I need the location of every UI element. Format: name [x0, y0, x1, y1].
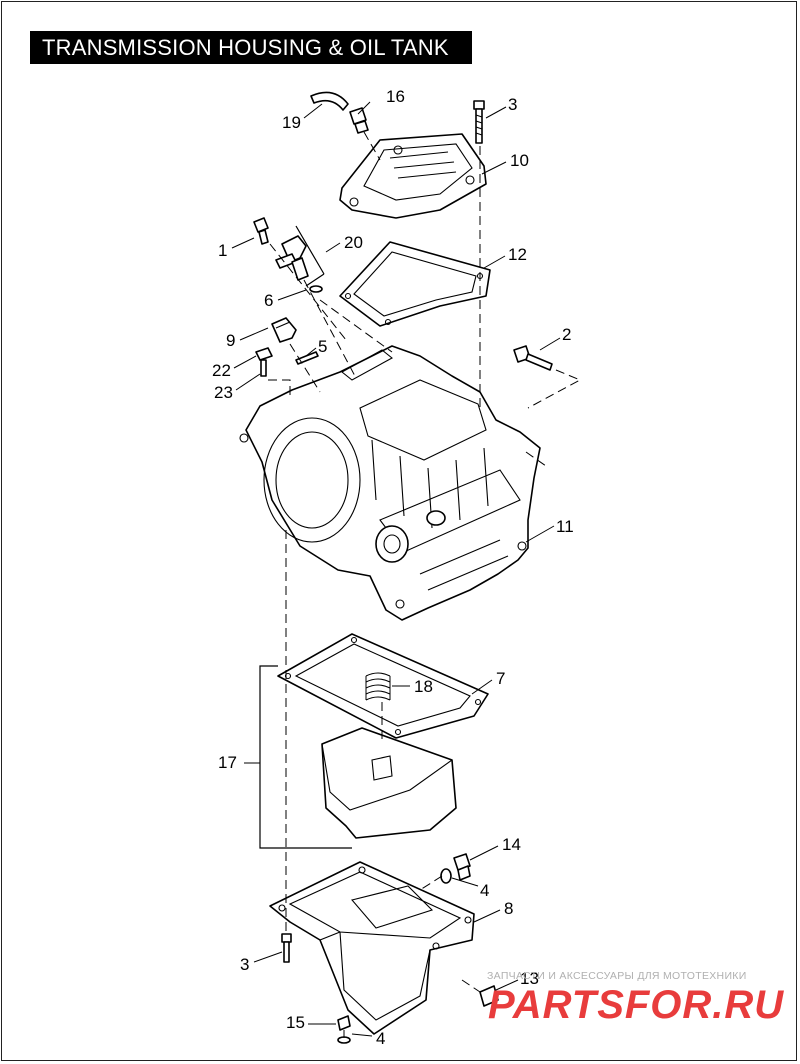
- callout-8: 8: [504, 899, 513, 918]
- drain-plug-upper: [453, 853, 471, 881]
- callout-9: 9: [226, 331, 235, 350]
- callout-3-top: 3: [508, 95, 517, 114]
- top-cover: [339, 133, 487, 219]
- callout-3-lower: 3: [240, 955, 249, 974]
- valve-spring: [365, 672, 391, 701]
- callout-16: 16: [386, 87, 405, 106]
- callout-5: 5: [318, 337, 327, 356]
- watermark-tagline: ЗАПЧАСТИ И АКСЕССУАРЫ ДЛЯ МОТОТЕХНИКИ: [487, 970, 747, 982]
- neutral-switch: [271, 317, 297, 343]
- callout-12: 12: [508, 245, 527, 264]
- stud-bolt: [255, 347, 273, 377]
- leader-lines: [231, 101, 561, 1037]
- drain-o-ring-upper: [440, 868, 452, 884]
- callout-4-upper: 4: [480, 881, 489, 900]
- callout-labels: 19 16 3 10 1 20 12 6 9 5 2 22 23 11 7 18…: [212, 87, 574, 1048]
- top-cover-gasket: [339, 241, 491, 327]
- oil-baffle: [321, 727, 457, 839]
- callout-20: 20: [344, 233, 363, 252]
- page-title: TRANSMISSION HOUSING & OIL TANK: [30, 31, 472, 64]
- transmission-housing: [239, 345, 541, 621]
- vent-hose: [310, 91, 349, 111]
- callout-4-lower: 4: [376, 1029, 385, 1048]
- dowel-pin: [295, 351, 319, 365]
- vent-fitting: [349, 107, 369, 134]
- drain-plug-lower: [479, 985, 499, 1007]
- callout-19: 19: [282, 113, 301, 132]
- callout-15: 15: [286, 1013, 305, 1032]
- top-cover-bolt: [473, 100, 485, 144]
- callout-23: 23: [214, 383, 233, 402]
- oil-pan-plug: [337, 1015, 351, 1031]
- speed-sensor: [275, 235, 309, 281]
- callout-17: 17: [218, 753, 237, 772]
- bracket-17: [259, 665, 352, 849]
- callout-10: 10: [510, 151, 529, 170]
- callout-13: 13: [520, 969, 539, 988]
- callout-22: 22: [212, 361, 231, 380]
- callout-7: 7: [496, 669, 505, 688]
- callout-1: 1: [218, 241, 227, 260]
- housing-bolt: [513, 345, 553, 371]
- callout-6: 6: [264, 291, 273, 310]
- sensor-o-ring: [309, 285, 323, 293]
- callout-14: 14: [502, 835, 521, 854]
- alignment-lines: [268, 131, 582, 1038]
- oil-pan-bolt: [281, 933, 292, 963]
- oil-pan: [269, 861, 475, 1035]
- sensor-bolt: [253, 217, 269, 245]
- watermark-logo: PARTSFOR.RU: [488, 983, 785, 1027]
- callout-2: 2: [562, 325, 571, 344]
- bracket-20: [295, 225, 325, 287]
- callout-18: 18: [414, 677, 433, 696]
- callout-11: 11: [556, 517, 574, 536]
